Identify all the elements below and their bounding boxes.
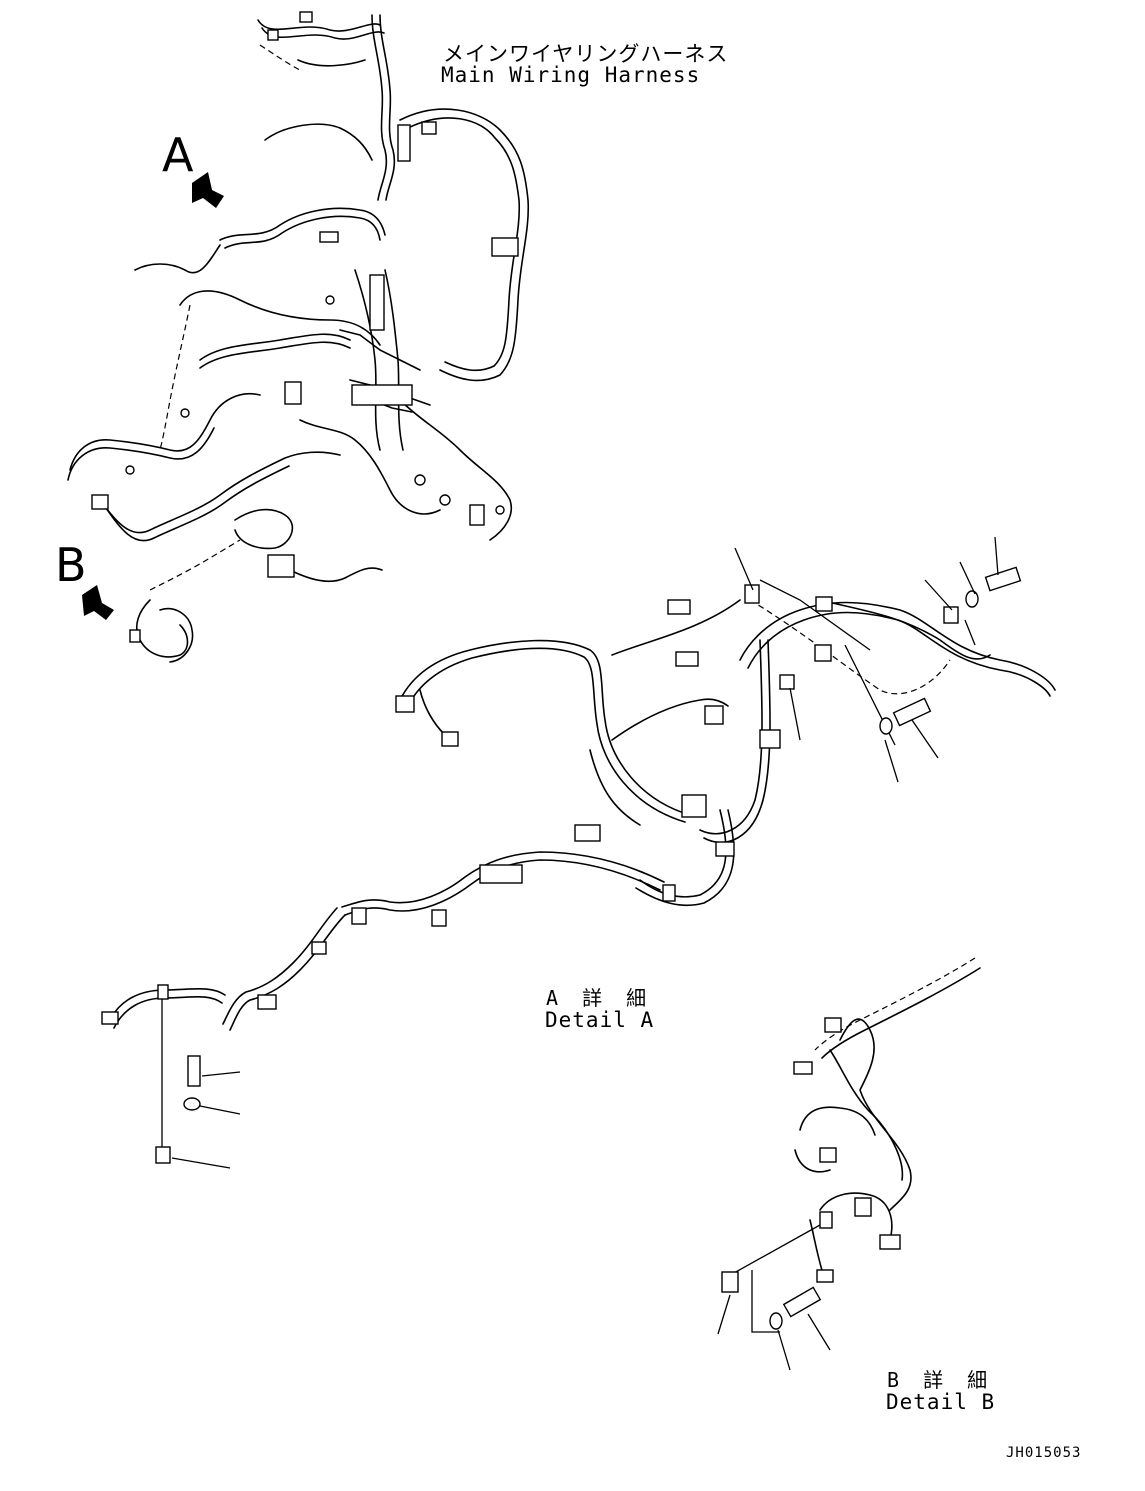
detail-a-label-english: Detail A [545, 1008, 655, 1032]
detail-b-leaders [717, 1294, 831, 1371]
main-harness-overview [67, 11, 530, 663]
detail-a-drawing [101, 566, 1056, 1164]
harness-title-japanese: メインワイヤリングハーネス [443, 42, 729, 66]
detail-b-drawing [721, 957, 981, 1333]
view-marker-a: A [162, 128, 194, 182]
detail-a-leaders [171, 536, 999, 1169]
detail-b-label-japanese: B 詳 細 [887, 1368, 994, 1392]
detail-b-label-english: Detail B [886, 1390, 996, 1414]
drawing-code: JH015053 [1006, 1445, 1082, 1461]
view-marker-b: B [55, 538, 87, 592]
detail-a-label-japanese: A 詳 細 [546, 986, 653, 1010]
view-arrow-a [192, 172, 224, 208]
view-arrow-b [82, 585, 114, 620]
harness-title-english: Main Wiring Harness [441, 63, 701, 87]
